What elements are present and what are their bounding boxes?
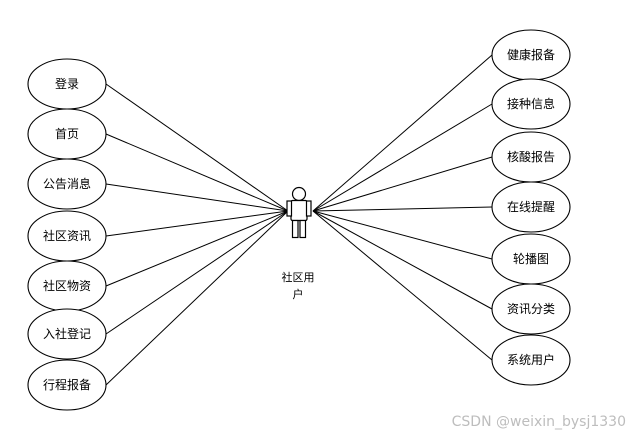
use-case-label: 行程报备 bbox=[43, 377, 91, 392]
use-case-label: 资讯分类 bbox=[507, 302, 555, 316]
use-case-label: 核酸报告 bbox=[507, 149, 555, 164]
line-carousel bbox=[312, 210, 493, 260]
use-case-news-category: 资讯分类 bbox=[491, 283, 571, 335]
use-case-label: 入社登记 bbox=[43, 326, 91, 341]
line-vaccination-info bbox=[312, 103, 493, 212]
use-case-health-report: 健康报备 bbox=[491, 29, 571, 81]
use-case-community-registration: 入社登记 bbox=[27, 308, 107, 360]
line-online-reminder bbox=[312, 206, 493, 212]
use-case-label: 社区物资 bbox=[43, 278, 91, 293]
use-case-label: 系统用户 bbox=[507, 352, 555, 367]
use-case-announcements: 公告消息 bbox=[27, 158, 107, 210]
line-login bbox=[105, 83, 289, 212]
use-case-community-supplies: 社区物资 bbox=[27, 260, 107, 312]
actor-label-line1: 社区用 bbox=[282, 270, 315, 284]
left-use-cases: 登录 首页 公告消息 社区资讯 社区物资 入社登记 行程报备 bbox=[27, 58, 107, 411]
use-case-label: 社区资讯 bbox=[43, 228, 91, 243]
use-case-nucleic-acid-report: 核酸报告 bbox=[491, 131, 571, 183]
use-case-vaccination-info: 接种信息 bbox=[491, 78, 571, 130]
use-case-label: 接种信息 bbox=[507, 96, 555, 111]
line-announcements bbox=[105, 183, 289, 212]
right-use-cases: 健康报备 接种信息 核酸报告 在线提醒 轮播图 资讯分类 系统用户 bbox=[491, 29, 571, 386]
line-health-report bbox=[312, 54, 493, 212]
use-case-label: 公告消息 bbox=[43, 176, 91, 191]
left-association-lines bbox=[105, 83, 289, 386]
use-case-label: 健康报备 bbox=[507, 47, 555, 62]
line-system-users bbox=[312, 210, 493, 361]
line-community-supplies bbox=[105, 210, 289, 287]
actor-icon bbox=[286, 186, 312, 239]
use-case-community-news: 社区资讯 bbox=[27, 210, 107, 262]
use-case-label: 在线提醒 bbox=[507, 199, 555, 214]
line-home bbox=[105, 133, 289, 212]
actor-community-user: 社区用 户 bbox=[282, 186, 315, 301]
line-travel-report bbox=[105, 210, 289, 386]
line-news-category bbox=[312, 210, 493, 310]
use-case-system-users: 系统用户 bbox=[491, 334, 571, 386]
use-case-login: 登录 bbox=[27, 58, 107, 110]
line-nucleic-acid-report bbox=[312, 156, 493, 212]
line-community-news bbox=[105, 210, 289, 237]
actor-label-line2: 户 bbox=[293, 287, 304, 301]
use-case-travel-report: 行程报备 bbox=[27, 359, 107, 411]
use-case-label: 登录 bbox=[55, 76, 79, 91]
watermark-text: CSDN @weixin_bysj1330 bbox=[451, 414, 626, 430]
use-case-label: 轮播图 bbox=[513, 252, 549, 266]
use-case-online-reminder: 在线提醒 bbox=[491, 181, 571, 233]
use-case-carousel: 轮播图 bbox=[491, 233, 571, 285]
line-community-registration bbox=[105, 210, 289, 335]
use-case-label: 首页 bbox=[55, 127, 79, 141]
right-association-lines bbox=[312, 54, 493, 361]
use-case-home: 首页 bbox=[27, 108, 107, 160]
